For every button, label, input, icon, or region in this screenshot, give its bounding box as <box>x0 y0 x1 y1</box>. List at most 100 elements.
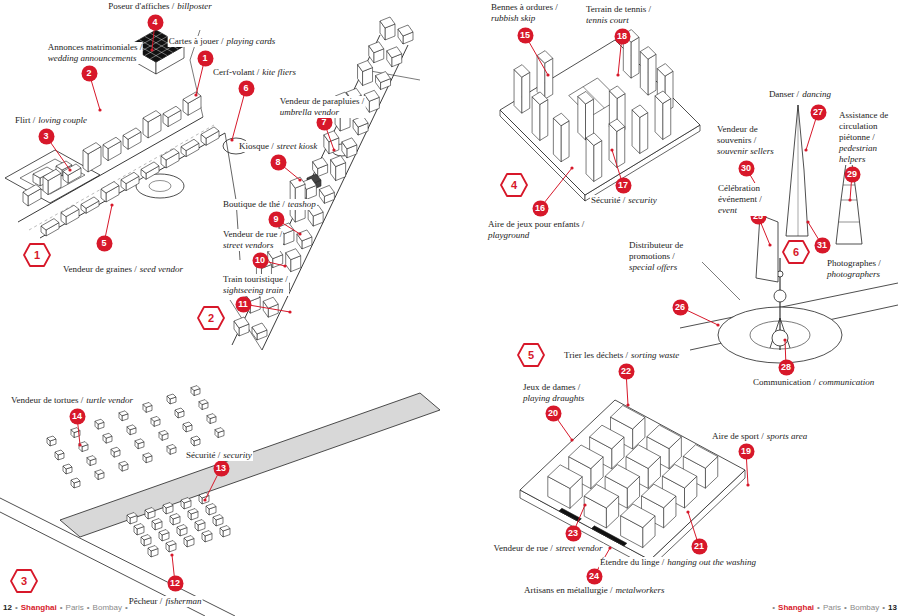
panel-1-drawing <box>5 30 249 260</box>
callout-number: 23 <box>568 529 578 538</box>
callout-number: 2 <box>86 69 91 78</box>
pin-disc <box>778 359 794 375</box>
street-line <box>365 70 420 80</box>
english-label: communication <box>819 377 875 387</box>
building-roof <box>145 508 155 514</box>
building-roof <box>167 394 176 399</box>
pin-disc <box>814 237 830 253</box>
french-label: Assistance de circulation piétonne / <box>839 110 897 143</box>
callout-label: Sécurité /security <box>185 450 253 461</box>
callout-label: Photographes /photographers <box>826 258 882 280</box>
callout-pin: 19 <box>738 443 755 460</box>
english-label: tennis court <box>586 15 651 26</box>
english-label: pedestrian helpers <box>839 143 897 165</box>
building-roof <box>662 464 696 488</box>
city-name: Bombay <box>93 603 122 613</box>
building-roof <box>63 164 81 175</box>
panel-number-text: 5 <box>528 350 534 361</box>
pin-point <box>716 323 719 326</box>
building-roof <box>95 470 104 475</box>
callout-label: Vendeur de souvenirs /souvenir sellers <box>716 124 782 157</box>
building-roof <box>127 513 137 519</box>
building-roof <box>297 230 312 241</box>
callout-number: 31 <box>817 241 827 250</box>
building-roof <box>220 526 230 532</box>
building-roof <box>135 439 144 444</box>
hexagon-outline <box>501 174 527 196</box>
street-line <box>262 45 408 350</box>
callout-pin: 1 <box>197 50 214 67</box>
english-label: special offers <box>629 262 701 273</box>
panel-number: 4 <box>500 173 528 197</box>
building-roof <box>621 504 655 528</box>
callout-number: 13 <box>216 464 226 473</box>
panel-number: 1 <box>23 243 51 267</box>
building-roof <box>584 484 618 508</box>
tower-tier <box>839 222 859 223</box>
building-roof <box>586 133 602 146</box>
panel-number: 2 <box>197 306 225 330</box>
callout-pin: 2 <box>81 65 98 82</box>
french-label: Cartes à jouer / <box>169 36 224 46</box>
panel-number-text: 4 <box>511 180 517 191</box>
french-label: Vendeur de graines / <box>63 264 137 274</box>
callout-label: Assistance de circulation piétonne /pede… <box>838 110 898 165</box>
callout-number: 4 <box>152 18 157 27</box>
english-label: security <box>223 450 252 460</box>
building-roof <box>161 149 179 160</box>
pin-disc <box>147 14 163 30</box>
building-roof <box>159 530 169 536</box>
callout-number: 8 <box>275 158 280 167</box>
pin-point <box>298 178 301 181</box>
callout-pin: 21 <box>691 538 708 555</box>
building-roof <box>201 127 219 138</box>
pin-point <box>68 168 71 171</box>
callout-number: 1 <box>202 54 207 63</box>
english-label: seed vendor <box>140 264 183 274</box>
building-roof <box>553 113 569 126</box>
english-label: sorting waste <box>631 350 679 360</box>
building-roof <box>286 249 301 260</box>
callout-label: Communication /communication <box>752 377 875 388</box>
building-roof <box>83 143 101 154</box>
french-label: Distributeur de promotions / <box>629 240 701 262</box>
street-centre <box>29 125 214 230</box>
street-line <box>18 117 203 222</box>
callout-number: 17 <box>618 181 628 190</box>
building-roof <box>123 128 141 139</box>
pin-point <box>608 546 611 549</box>
french-label: Sécurité / <box>186 450 220 460</box>
callout-label: Vendeur de parapluies /umbrella vendor <box>279 96 366 118</box>
building-roof <box>548 465 582 489</box>
callout-number: 15 <box>520 31 530 40</box>
building <box>545 58 553 99</box>
callout-number: 18 <box>617 32 627 41</box>
walkway <box>559 508 581 521</box>
building-roof <box>183 92 201 103</box>
pin-stems <box>46 22 852 583</box>
callout-label: Train touristique /sightseeing train <box>222 274 289 296</box>
callout-label: Artisans en métallurgie /metalworkers <box>523 585 666 596</box>
callout-number: 27 <box>813 108 823 117</box>
building-roof <box>369 42 384 53</box>
callout-pin: 24 <box>586 568 603 585</box>
callout-label: Célébration événement /event <box>717 183 781 216</box>
panel-number-text: 6 <box>793 247 799 258</box>
english-label: sports area <box>767 431 807 441</box>
french-label: Trier les déchets / <box>564 350 628 360</box>
separator: • <box>87 603 90 613</box>
english-label: sightseeing train <box>223 285 288 296</box>
callout-number: 3 <box>43 132 48 141</box>
building-roof <box>55 450 64 455</box>
english-label: street vendors <box>223 240 282 251</box>
building-roof <box>626 445 660 469</box>
pin-disc <box>81 65 97 81</box>
building-roof <box>188 509 198 515</box>
french-label: Communication / <box>753 377 816 387</box>
road <box>700 260 740 300</box>
callout-pin: 12 <box>167 575 184 592</box>
french-label: Cerf-volant / <box>213 67 259 77</box>
building-roof <box>655 91 671 104</box>
pin-disc <box>545 405 561 421</box>
building-roof <box>376 72 391 83</box>
